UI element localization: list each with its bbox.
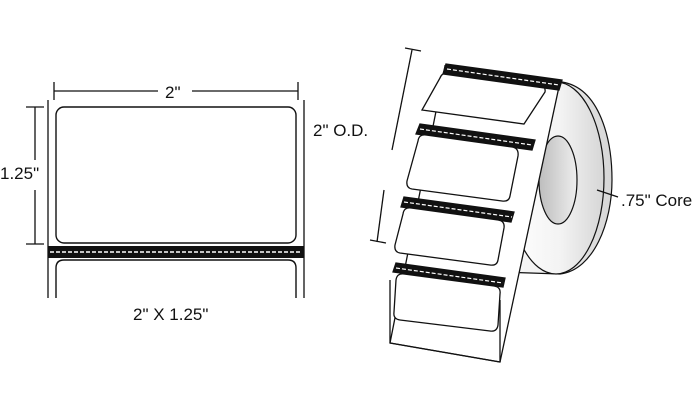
- width-dimension: [53, 82, 299, 100]
- core-pointer: [596, 189, 619, 198]
- height-dimension: [26, 106, 44, 245]
- roll-label-2: [406, 134, 519, 202]
- roll-label-4: [393, 273, 501, 332]
- outer-diameter-label: 2" O.D.: [313, 121, 369, 140]
- label-rectangle: [55, 106, 297, 244]
- next-label-edge: [55, 259, 297, 298]
- label-roll-view: [369, 47, 619, 363]
- core-label: .75" Core: [621, 191, 693, 210]
- liner-gap: [48, 246, 304, 258]
- liner-edges: [47, 100, 305, 298]
- width-label: 2": [165, 83, 181, 102]
- roll-front-labels: [389, 63, 563, 363]
- roll-label-3: [394, 207, 505, 266]
- height-label: 1.25": [0, 164, 40, 183]
- size-label: 2" X 1.25": [133, 305, 209, 324]
- od-dimension: [369, 47, 422, 244]
- single-label-view: [26, 82, 305, 298]
